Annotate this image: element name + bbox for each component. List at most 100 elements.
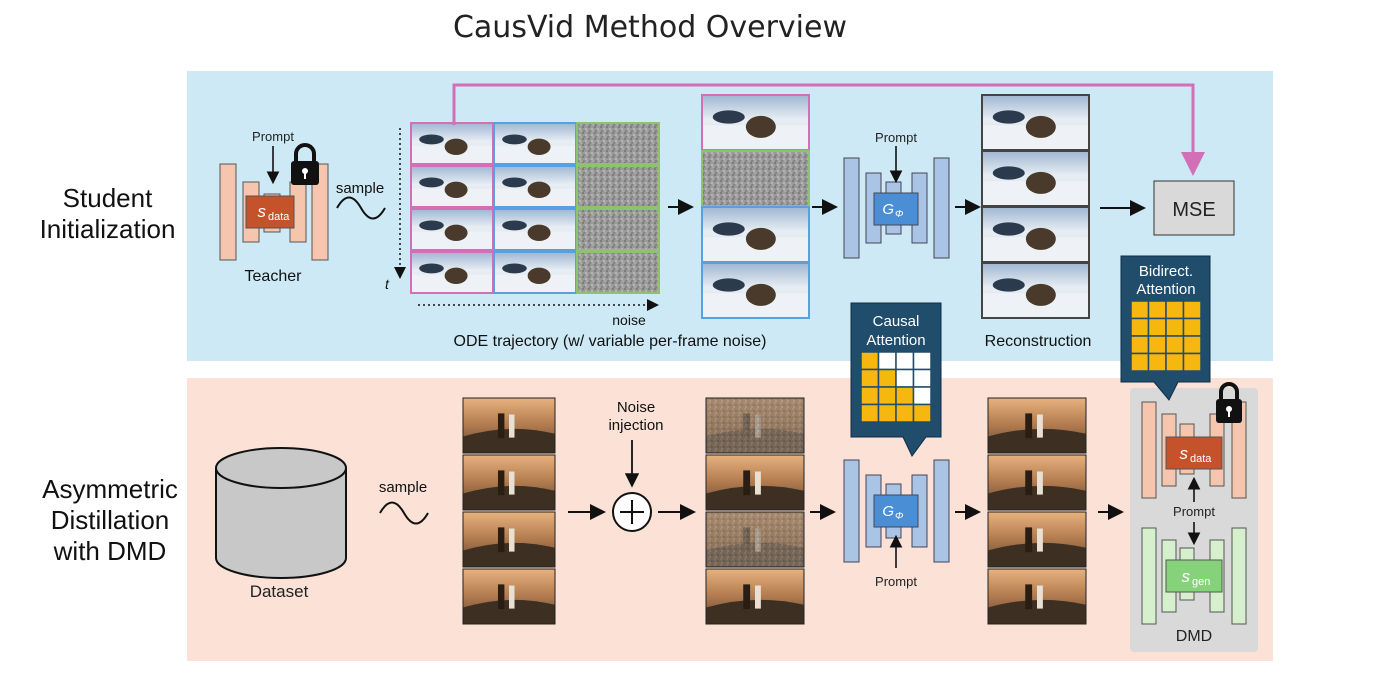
- causal-attention-mask: [860, 351, 932, 423]
- lock-icon: [291, 143, 319, 185]
- attention-cell: [860, 351, 880, 371]
- video-frame: [981, 206, 1090, 263]
- s-data-block: [245, 195, 295, 229]
- video-frame: [701, 262, 810, 319]
- video-frame: [705, 454, 805, 511]
- attention-cell: [912, 386, 932, 406]
- video-frame: [987, 454, 1087, 511]
- dataset-label: Dataset: [250, 582, 309, 601]
- g-phi-label: G: [882, 201, 894, 218]
- attention-cell: [1130, 352, 1150, 372]
- reconstruction-label: Reconstruction: [985, 333, 1092, 350]
- video-frame: [987, 397, 1087, 454]
- s-data-block: [1165, 436, 1223, 470]
- video-frame: [410, 122, 494, 165]
- g-phi-subscript: Φ: [895, 511, 903, 522]
- causal-attention-callout: Causal Attention: [850, 302, 942, 457]
- attention-cell: [1165, 300, 1185, 320]
- attention-cell: [1147, 335, 1167, 355]
- attention-cell: [877, 403, 897, 423]
- s-gen-block: [1165, 559, 1223, 593]
- video-frame: [981, 150, 1090, 207]
- attention-cell: [1182, 300, 1202, 320]
- attention-cell: [912, 351, 932, 371]
- ode-trajectory-grid: [410, 122, 660, 294]
- attention-cell: [860, 386, 880, 406]
- video-frame: [705, 568, 805, 625]
- top-sample-wave: [336, 196, 386, 220]
- attention-cell: [860, 403, 880, 423]
- g-phi-subscript: Φ: [895, 209, 903, 220]
- clean-video-frames: [462, 397, 556, 625]
- mse-box: [1153, 180, 1235, 236]
- g-phi-block: [873, 192, 919, 226]
- video-frame: [462, 568, 556, 625]
- attention-cell: [895, 368, 915, 388]
- attention-cell: [1147, 352, 1167, 372]
- bottom-sample-wave: [379, 501, 429, 525]
- teacher-prompt-label: Prompt: [252, 129, 294, 144]
- bidirectional-attention-callout: Bidirect. Attention: [1120, 255, 1211, 401]
- row-label-asymmetric-distillation: Asymmetric Distillation with DMD: [25, 474, 195, 567]
- attention-cell: [1165, 352, 1185, 372]
- student-bottom-prompt-label: Prompt: [875, 574, 917, 589]
- attention-cell: [1165, 335, 1185, 355]
- mse-label: MSE: [1172, 199, 1215, 221]
- noisy-video-frames: [705, 397, 805, 625]
- dmd-real-score-network: s data: [1141, 401, 1247, 499]
- video-frame: [701, 94, 810, 151]
- dmd-fake-score-network: s gen: [1141, 527, 1247, 625]
- s-data-label: s: [258, 202, 267, 221]
- video-frame: [987, 511, 1087, 568]
- noise-injection-label: injection: [608, 417, 663, 434]
- attention-cell: [1130, 317, 1150, 337]
- attention-cell: [1165, 317, 1185, 337]
- g-phi-block: [873, 494, 919, 528]
- dmd-label: DMD: [1176, 628, 1212, 645]
- video-frame: [493, 165, 577, 208]
- attention-cell: [1147, 300, 1167, 320]
- noise-injection-label: Noise: [617, 399, 655, 416]
- teacher-label: Teacher: [245, 268, 303, 285]
- noise-frame: [701, 150, 810, 207]
- video-frame: [987, 568, 1087, 625]
- generated-video-frames: [987, 397, 1087, 625]
- row-label-line: Distillation: [50, 505, 170, 535]
- attention-cell: [895, 351, 915, 371]
- attention-cell: [877, 351, 897, 371]
- attention-cell: [1130, 335, 1150, 355]
- student-network-top: G Φ: [843, 157, 950, 259]
- ode-trajectory-caption: ODE trajectory (w/ variable per-frame no…: [454, 333, 767, 350]
- student-network-bottom: G Φ: [843, 459, 950, 563]
- bidirectional-attention-mask: [1130, 300, 1202, 372]
- video-frame: [410, 251, 494, 294]
- video-frame: [981, 262, 1090, 319]
- video-frame: [462, 511, 556, 568]
- g-phi-label: G: [882, 503, 894, 520]
- noise-frame: [576, 165, 660, 208]
- ground-truth-link-arrow: [452, 83, 1205, 176]
- dataset-cylinder-icon: [215, 447, 347, 579]
- video-frame: [981, 94, 1090, 151]
- s-data-subscript: data: [268, 211, 290, 223]
- video-frame: [705, 397, 805, 454]
- attention-cell: [1182, 352, 1202, 372]
- top-sample-label: sample: [336, 180, 384, 197]
- attention-cell: [1182, 335, 1202, 355]
- bidirectional-attention-label: Attention: [1136, 281, 1195, 298]
- s-gen-label: s: [1182, 567, 1191, 586]
- attention-cell: [877, 368, 897, 388]
- row-label-line: with DMD: [53, 536, 167, 566]
- attention-cell: [912, 368, 932, 388]
- noise-axis-label: noise: [612, 312, 646, 328]
- attention-cell: [1147, 317, 1167, 337]
- video-frame: [410, 165, 494, 208]
- causal-attention-label: Attention: [866, 332, 925, 349]
- attention-cell: [912, 403, 932, 423]
- attention-cell: [1130, 300, 1150, 320]
- t-axis-label: t: [385, 276, 390, 292]
- attention-cell: [860, 368, 880, 388]
- teacher-network: s data: [219, 163, 329, 261]
